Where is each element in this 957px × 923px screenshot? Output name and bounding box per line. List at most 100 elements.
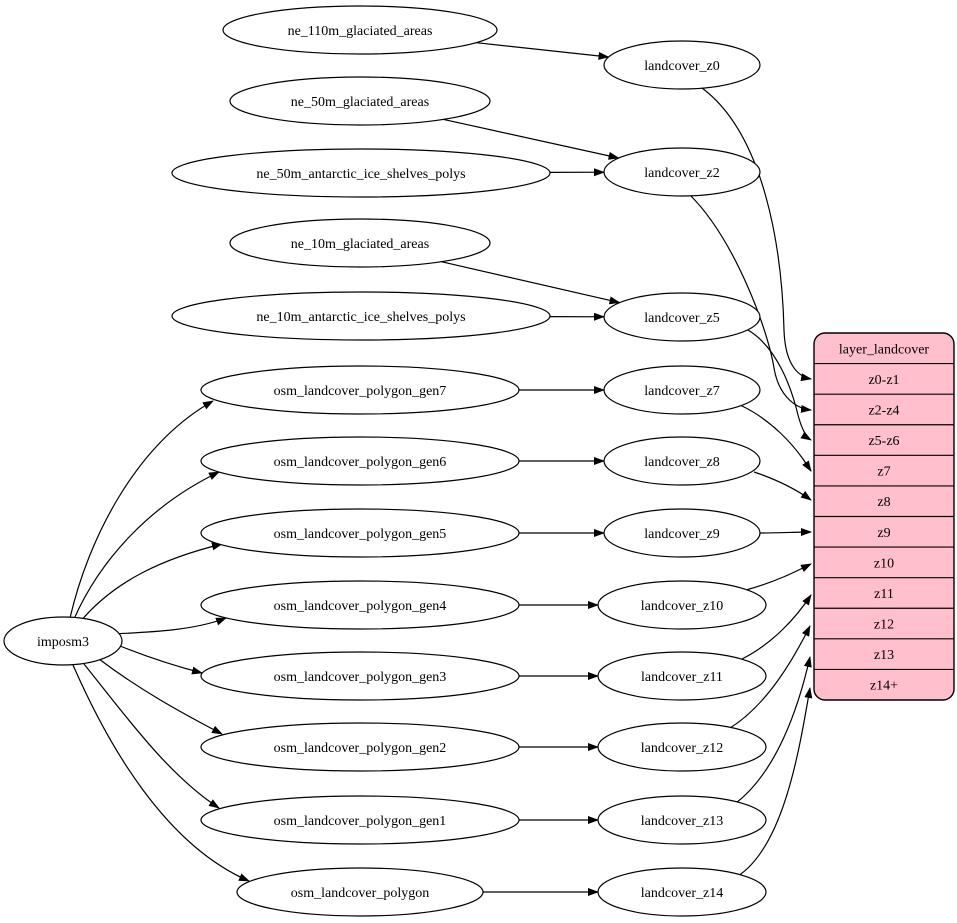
- node-label-landcover_z5: landcover_z5: [644, 311, 719, 326]
- node-ne_10m_antarctic_ice_shelves_polys: ne_10m_antarctic_ice_shelves_polys: [171, 291, 551, 341]
- node-ellipse-osm_landcover_polygon_gen1: [200, 795, 520, 845]
- edge-landcover_z10-to-z10: [745, 563, 812, 591]
- node-ellipse-landcover_z10: [597, 580, 767, 630]
- node-label-landcover_z9: landcover_z9: [644, 527, 719, 542]
- node-label-landcover_z13: landcover_z13: [641, 814, 723, 829]
- node-label-landcover_z0: landcover_z0: [644, 59, 719, 74]
- node-ellipse-landcover_z5: [603, 292, 761, 342]
- node-ellipse-landcover_z2: [603, 147, 761, 197]
- node-landcover_z13: landcover_z13: [597, 795, 767, 845]
- node-ellipse-ne_50m_glaciated_areas: [229, 76, 491, 126]
- edge-imposm3-to-osm_landcover_polygon_gen1: [83, 663, 220, 809]
- edge-landcover_z14-to-z14+: [737, 687, 813, 877]
- node-osm_landcover_polygon_gen7: osm_landcover_polygon_gen7: [200, 365, 520, 415]
- node-label-ne_10m_glaciated_areas: ne_10m_glaciated_areas: [291, 237, 429, 252]
- node-label-ne_10m_antarctic_ice_shelves_polys: ne_10m_antarctic_ice_shelves_polys: [256, 310, 465, 325]
- node-landcover_z0: landcover_z0: [603, 40, 761, 90]
- node-ellipse-landcover_z13: [597, 795, 767, 845]
- table-row-z2-z4: z2-z4: [868, 403, 899, 418]
- edge-landcover_z5-to-z5-z6: [747, 329, 812, 441]
- node-ne_50m_glaciated_areas: ne_50m_glaciated_areas: [229, 76, 491, 126]
- node-label-osm_landcover_polygon_gen6: osm_landcover_polygon_gen6: [274, 455, 447, 470]
- node-label-osm_landcover_polygon: osm_landcover_polygon: [291, 886, 429, 901]
- node-ellipse-ne_110m_glaciated_areas: [222, 5, 498, 55]
- node-label-ne_110m_glaciated_areas: ne_110m_glaciated_areas: [288, 24, 433, 39]
- node-ellipse-landcover_z8: [603, 436, 761, 486]
- edge-imposm3-to-osm_landcover_polygon_gen6: [73, 471, 220, 620]
- node-osm_landcover_polygon_gen1: osm_landcover_polygon_gen1: [200, 795, 520, 845]
- node-ellipse-landcover_z7: [603, 365, 761, 415]
- edge-imposm3-to-osm_landcover_polygon_gen4: [111, 617, 227, 635]
- node-label-osm_landcover_polygon_gen2: osm_landcover_polygon_gen2: [274, 741, 447, 756]
- node-ellipse-imposm3: [3, 616, 123, 666]
- node-ellipse-osm_landcover_polygon_gen4: [200, 580, 520, 630]
- node-ellipse-osm_landcover_polygon_gen6: [200, 436, 520, 486]
- node-ellipse-osm_landcover_polygon_gen7: [200, 365, 520, 415]
- node-label-ne_50m_glaciated_areas: ne_50m_glaciated_areas: [291, 95, 429, 110]
- node-label-landcover_z8: landcover_z8: [644, 455, 719, 470]
- table-layer: layer_landcoverz0-z1z2-z4z5-z6z7z8z9z10z…: [813, 332, 955, 701]
- node-ellipse-ne_10m_glaciated_areas: [229, 218, 491, 268]
- node-ellipse-ne_10m_antarctic_ice_shelves_polys: [171, 291, 551, 341]
- node-label-landcover_z14: landcover_z14: [641, 886, 723, 901]
- node-ne_110m_glaciated_areas: ne_110m_glaciated_areas: [222, 5, 498, 55]
- table-row-z10: z10: [874, 556, 894, 571]
- edge-imposm3-to-osm_landcover_polygon_gen7: [69, 400, 214, 619]
- node-ellipse-osm_landcover_polygon_gen5: [200, 508, 520, 558]
- node-ellipse-landcover_z0: [603, 40, 761, 90]
- table-title: layer_landcover: [839, 342, 930, 357]
- table-row-z0-z1: z0-z1: [868, 373, 899, 388]
- edge-ne_10m_glaciated_areas-to-landcover_z5: [441, 261, 621, 305]
- edge-ne_110m_glaciated_areas-to-landcover_z0: [476, 42, 610, 60]
- node-ne_50m_antarctic_ice_shelves_polys: ne_50m_antarctic_ice_shelves_polys: [171, 148, 551, 198]
- edge-landcover_z11-to-z11: [741, 594, 812, 660]
- node-ellipse-ne_50m_antarctic_ice_shelves_polys: [171, 148, 551, 198]
- node-ellipse-landcover_z12: [597, 722, 767, 772]
- node-label-osm_landcover_polygon_gen5: osm_landcover_polygon_gen5: [274, 527, 447, 542]
- node-osm_landcover_polygon_gen3: osm_landcover_polygon_gen3: [200, 651, 520, 701]
- node-osm_landcover_polygon_gen2: osm_landcover_polygon_gen2: [200, 722, 520, 772]
- node-ellipse-landcover_z14: [597, 867, 767, 917]
- edge-ne_50m_glaciated_areas-to-landcover_z2: [443, 118, 620, 160]
- edge-landcover_z8-to-z8: [753, 471, 812, 501]
- node-label-landcover_z12: landcover_z12: [641, 741, 723, 756]
- node-landcover_z10: landcover_z10: [597, 580, 767, 630]
- node-ellipse-landcover_z9: [603, 508, 761, 558]
- node-label-osm_landcover_polygon_gen7: osm_landcover_polygon_gen7: [274, 384, 447, 399]
- table-row-z14+: z14+: [870, 679, 898, 694]
- table-row-z13: z13: [874, 648, 894, 663]
- node-landcover_z2: landcover_z2: [603, 147, 761, 197]
- node-label-landcover_z11: landcover_z11: [641, 670, 723, 685]
- node-landcover_z14: landcover_z14: [597, 867, 767, 917]
- table-row-z8: z8: [877, 495, 890, 510]
- table-row-z5-z6: z5-z6: [868, 434, 899, 449]
- edge-landcover_z13-to-z13: [735, 656, 812, 804]
- edge-landcover_z0-to-z0-z1: [701, 87, 812, 382]
- node-imposm3: imposm3: [3, 616, 123, 666]
- node-ellipse-osm_landcover_polygon: [236, 867, 484, 917]
- nodes-layer: imposm3 ne_110m_glaciated_areas ne_50m_gla…: [3, 5, 767, 917]
- node-label-landcover_z10: landcover_z10: [641, 599, 723, 614]
- table-row-z12: z12: [874, 618, 894, 633]
- table-row-z11: z11: [874, 587, 894, 602]
- edge-landcover_z9-to-z9: [759, 528, 812, 537]
- node-landcover_z9: landcover_z9: [603, 508, 761, 558]
- edge-landcover_z7-to-z7: [739, 404, 812, 472]
- node-landcover_z5: landcover_z5: [603, 292, 761, 342]
- node-label-imposm3: imposm3: [37, 635, 89, 650]
- node-ne_10m_glaciated_areas: ne_10m_glaciated_areas: [229, 218, 491, 268]
- node-label-osm_landcover_polygon_gen4: osm_landcover_polygon_gen4: [274, 599, 447, 614]
- edge-imposm3-to-osm_landcover_polygon_gen2: [98, 658, 223, 735]
- table-layer_landcover: layer_landcoverz0-z1z2-z4z5-z6z7z8z9z10z…: [813, 332, 955, 701]
- node-osm_landcover_polygon_gen4: osm_landcover_polygon_gen4: [200, 580, 520, 630]
- edge-imposm3-to-osm_landcover_polygon_gen3: [119, 645, 203, 675]
- edge-imposm3-to-osm_landcover_polygon_gen5: [79, 542, 223, 623]
- node-osm_landcover_polygon_gen5: osm_landcover_polygon_gen5: [200, 508, 520, 558]
- node-label-ne_50m_antarctic_ice_shelves_polys: ne_50m_antarctic_ice_shelves_polys: [256, 167, 465, 182]
- node-landcover_z7: landcover_z7: [603, 365, 761, 415]
- edge-imposm3-to-osm_landcover_polygon: [72, 664, 250, 882]
- node-ellipse-osm_landcover_polygon_gen2: [200, 722, 520, 772]
- table-row-z7: z7: [877, 465, 890, 480]
